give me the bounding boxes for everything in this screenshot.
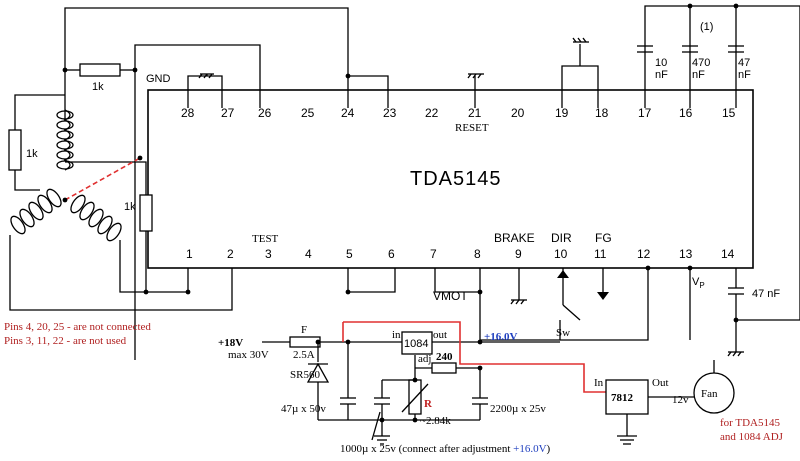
bottom-pin-14: 14: [721, 247, 735, 261]
capacitor-pin15: [728, 45, 744, 53]
variable-resistor: [408, 379, 422, 415]
bottom-pin-10: 10: [554, 247, 568, 261]
bottom-pin-7: 7: [430, 247, 437, 261]
supply-max-label: max 30V: [228, 349, 269, 361]
adj-cap-label: 1000µ x 25v (connect after adjustment +1…: [340, 443, 551, 455]
reset-label: RESET: [455, 122, 489, 134]
fg-label: FG: [595, 231, 612, 245]
bottom-pin-3: 3: [265, 247, 272, 261]
dir-arrow-icon: [557, 270, 569, 278]
cap17-value: 10: [655, 57, 667, 69]
output-cap-label: 2200µ x 25v: [490, 403, 546, 415]
variable-resistor-label: R: [424, 398, 433, 410]
cap16-value: 470: [692, 57, 710, 69]
bottom-wiring: [347, 268, 744, 352]
test-label: TEST: [252, 233, 279, 245]
top-pin-22: 22: [425, 106, 439, 120]
top-pin-21: 21: [468, 106, 482, 120]
top-pin-26: 26: [258, 106, 272, 120]
fan-supply-red-wire: [343, 321, 606, 393]
bottom-pin-11: 11: [594, 247, 607, 261]
top-pin-23: 23: [383, 106, 397, 120]
top-pin-16: 16: [679, 106, 693, 120]
bottom-pin-9: 9: [515, 247, 522, 261]
cap-note: (1): [700, 21, 713, 33]
chip-name: TDA5145: [410, 168, 502, 190]
top-pin-17: 17: [638, 106, 652, 120]
cap14-value: 47 nF: [752, 288, 780, 300]
top-pin-18: 18: [595, 106, 609, 120]
ground-symbol-supply: [374, 435, 390, 445]
brake-label: BRAKE: [494, 231, 535, 245]
cap16-unit: nF: [692, 69, 705, 81]
bottom-pin-1: 1: [186, 247, 193, 261]
variable-resistor-value: ~2.84k: [420, 415, 451, 427]
top-pin-row: 28 27 26 25 24 23 22 21 20 19 18 17 16 15: [181, 106, 736, 120]
diode-label: SR560: [290, 369, 320, 381]
top-pin-24: 24: [341, 106, 355, 120]
fg-arrow-icon: [597, 292, 609, 300]
bottom-pin-4: 4: [305, 247, 312, 261]
input-cap-label: 47µ x 50v: [281, 403, 326, 415]
regulator-7812-name: 7812: [611, 392, 634, 404]
ground-symbol-pin19: [572, 37, 589, 43]
top-pin-20: 20: [511, 106, 525, 120]
gnd-label: GND: [146, 73, 171, 85]
vp-label: VP: [692, 276, 705, 290]
regulator-1084: [401, 331, 433, 355]
regulator-1084-in: in: [392, 329, 401, 341]
regulator-1084-out: out: [433, 329, 447, 341]
bottom-pin-8: 8: [474, 247, 481, 261]
note-not-connected: Pins 4, 20, 25 - are not connected: [4, 321, 151, 333]
power-supply-wiring: [262, 336, 560, 436]
regulator-7812-in: In: [594, 377, 604, 389]
ground-symbol-reset: [467, 73, 484, 79]
fuse: [289, 336, 321, 348]
ground-symbol-7812: [617, 435, 637, 445]
top-pin-25: 25: [301, 106, 315, 120]
junction-dots: [62, 3, 739, 423]
top-pin-28: 28: [181, 106, 195, 120]
fan-label: Fan: [701, 388, 718, 400]
vmot-label: VMOT: [433, 289, 468, 303]
ground-symbol-brake: [510, 299, 527, 305]
fan-note-2: and 1084 ADJ: [720, 431, 784, 443]
capacitor-pin17: [637, 45, 653, 53]
fan-note-1: for TDA5145: [720, 417, 780, 429]
resistor-240: [431, 362, 457, 374]
dir-label: DIR: [551, 231, 572, 245]
bottom-pin-13: 13: [679, 247, 693, 261]
fuse-label: F: [301, 324, 307, 336]
top-pin-15: 15: [722, 106, 736, 120]
fuse-rating: 2.5A: [293, 349, 315, 361]
resistor-left-label: 1k: [26, 148, 38, 160]
bottom-pin-12: 12: [637, 247, 651, 261]
bottom-pin-5: 5: [346, 247, 353, 261]
tda5145-chip: [147, 89, 754, 269]
resistor-240-label: 240: [436, 351, 453, 363]
ground-symbol-pin14: [727, 351, 744, 357]
ground-symbol-gnd: [198, 73, 214, 79]
cap17-unit: nF: [655, 69, 668, 81]
regulator-7812-output: 12v: [672, 394, 689, 406]
bottom-pin-6: 6: [388, 247, 395, 261]
regulator-7812-out: Out: [652, 377, 669, 389]
regulator-1084-adj: adj: [418, 353, 431, 365]
motor-windings: [8, 63, 233, 311]
resistor-mid-label: 1k: [124, 201, 136, 213]
supply-input-label: +18V: [218, 337, 243, 349]
switch-label: Sw: [556, 327, 570, 339]
resistor-top-label: 1k: [92, 81, 104, 93]
cap15-unit: nF: [738, 69, 751, 81]
bottom-pin-2: 2: [227, 247, 234, 261]
regulator-output-voltage: +16.0V: [484, 331, 518, 343]
top-pin-19: 19: [555, 106, 569, 120]
cap15-value: 47: [738, 57, 750, 69]
top-pin-27: 27: [221, 106, 235, 120]
regulator-1084-name: 1084: [404, 338, 428, 350]
note-not-used: Pins 3, 11, 22 - are not used: [4, 335, 127, 347]
capacitor-pin16: [682, 45, 698, 53]
